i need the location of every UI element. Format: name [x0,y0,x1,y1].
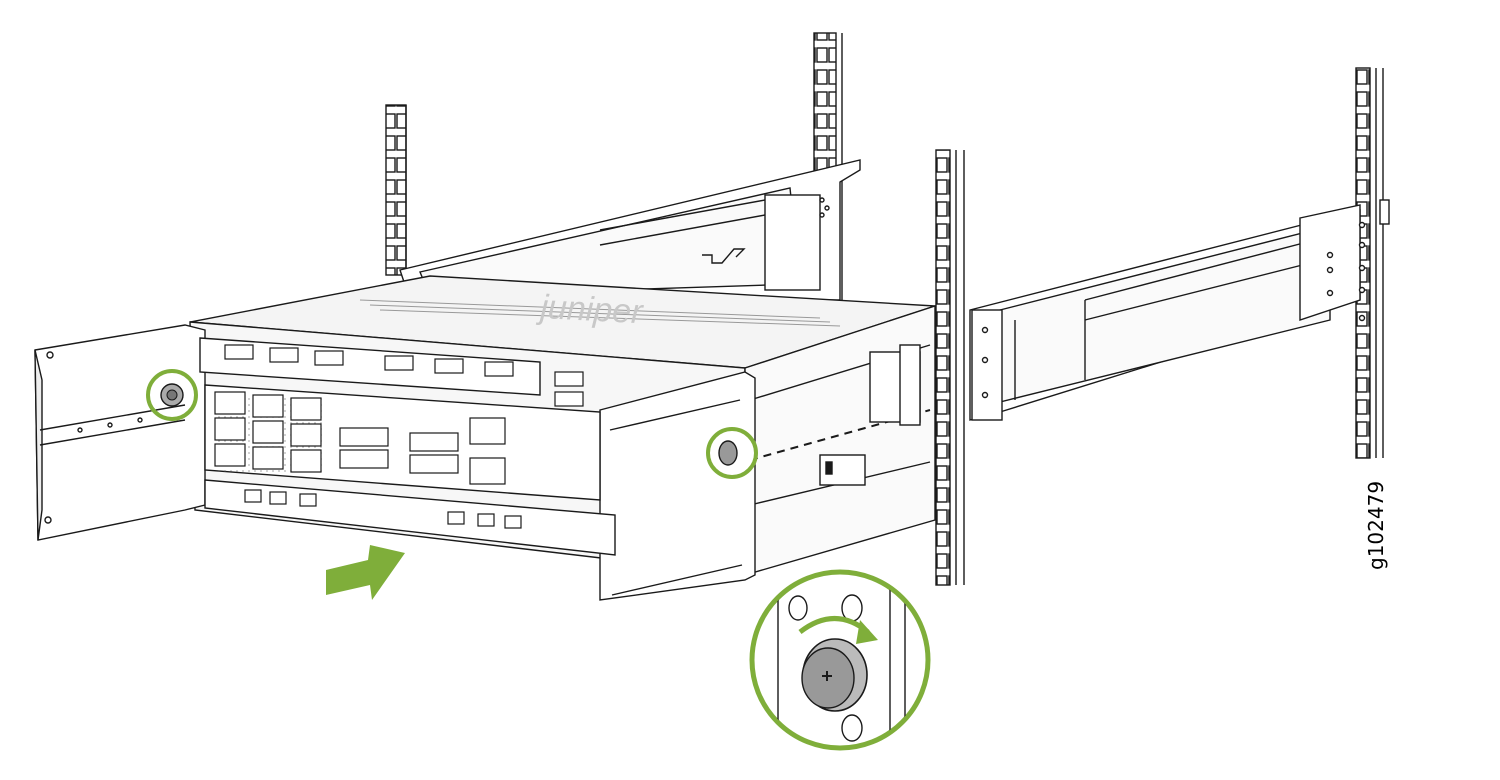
left-mounting-ear [34,324,206,541]
right-thumbscrew-highlight [706,427,758,479]
rear-right-rack-post [1355,67,1390,459]
optical-ports [214,344,584,529]
figure-id-label: g102479 [1364,481,1388,570]
insert-direction-arrow [326,545,405,600]
right-mounting-ear [599,371,756,601]
thumbscrew-callout-icon [749,569,931,751]
chassis-brand-logo: juniper [536,288,646,332]
front-right-rack-post [935,149,965,586]
rear-left-rack-post [385,104,407,276]
rear-left-slide-rail [399,159,861,301]
left-thumbscrew-highlight [146,369,198,421]
right-slide-rail [969,204,1366,421]
